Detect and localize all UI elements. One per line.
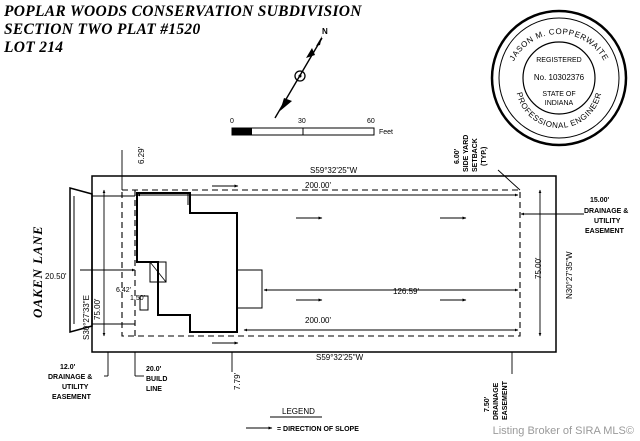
scale-unit: Feet	[379, 129, 393, 136]
driveway	[69, 187, 135, 333]
legend-item: = DIRECTION OF SLOPE	[277, 426, 359, 433]
house-depth: 126.59'	[393, 287, 419, 296]
legend: LEGEND = DIRECTION OF SLOPE	[246, 407, 359, 433]
setback-lines	[121, 189, 521, 337]
bottom-offset: 7.79'	[233, 372, 242, 390]
svg-text:20.0': 20.0'	[146, 366, 162, 373]
svg-text:6.00': 6.00'	[454, 148, 461, 164]
north-letter: N	[322, 27, 328, 36]
svg-text:DRAINAGE: DRAINAGE	[493, 382, 500, 420]
seal-state: INDIANA	[545, 100, 574, 107]
front-setback: 20.50'	[45, 272, 67, 281]
lot-title: LOT 214	[4, 39, 64, 56]
scale-tick-30: 30	[298, 118, 306, 125]
svg-text:SETBACK: SETBACK	[472, 138, 479, 172]
top-length: 200.00'	[305, 181, 331, 190]
svg-text:15.00': 15.00'	[590, 197, 610, 204]
dimension-lines	[80, 150, 584, 376]
scale-tick-60: 60	[367, 118, 375, 125]
svg-text:7.50': 7.50'	[484, 396, 491, 412]
listing-watermark: Listing Broker of SIRA MLS©	[492, 425, 634, 437]
build-line-note: 20.0' BUILD LINE	[135, 366, 167, 393]
svg-text:UTILITY: UTILITY	[62, 384, 89, 391]
seal-number: No. 10302376	[534, 73, 585, 82]
svg-text:EASEMENT: EASEMENT	[585, 228, 625, 235]
right-easement-note: 15.00' DRAINAGE & UTILITY EASEMENT	[584, 197, 628, 235]
svg-text:DRAINAGE &: DRAINAGE &	[584, 208, 628, 215]
north-arrow: N	[274, 27, 328, 119]
house-footprint	[136, 192, 263, 333]
bottom-bearing: S59°32'25"W	[316, 353, 364, 362]
svg-text:LINE: LINE	[146, 386, 162, 393]
svg-text:(TYP.): (TYP.)	[481, 147, 488, 166]
top-bearing: S59°32'25"W	[310, 166, 358, 175]
slope-arrows	[212, 184, 467, 345]
svg-text:BUILD: BUILD	[146, 376, 167, 383]
right-length: 75.00'	[534, 257, 543, 279]
offset-b: 1.50'	[130, 295, 145, 302]
svg-text:12.0': 12.0'	[60, 364, 76, 371]
seal-state-of: STATE OF	[542, 91, 575, 98]
offset-a: 6.42'	[116, 287, 131, 294]
svg-text:SIDE YARD: SIDE YARD	[463, 135, 470, 172]
left-bearing: S30°27'33"E	[82, 295, 91, 340]
left-length: 75.00'	[93, 298, 102, 320]
svg-text:DRAINAGE &: DRAINAGE &	[48, 374, 92, 381]
legend-title: LEGEND	[282, 407, 315, 416]
svg-text:EASEMENT: EASEMENT	[502, 380, 509, 420]
bottom-easement-note: 7.50' DRAINAGE EASEMENT	[484, 380, 509, 420]
scale-bar: 0 30 60 Feet	[230, 118, 393, 136]
section-plat-title: SECTION TWO PLAT #1520	[4, 21, 201, 38]
svg-text:UTILITY: UTILITY	[594, 218, 621, 225]
lot-boundary	[91, 175, 557, 353]
side-yard-note: 6.00' SIDE YARD SETBACK (TYP.)	[454, 135, 488, 172]
subdivision-title: POPLAR WOODS CONSERVATION SUBDIVISION	[4, 3, 362, 20]
top-offset: 6.29'	[137, 146, 146, 164]
street-name: OAKEN LANE	[30, 225, 45, 318]
left-easement-note: 12.0' DRAINAGE & UTILITY EASEMENT	[48, 364, 108, 401]
svg-text:EASEMENT: EASEMENT	[52, 394, 92, 401]
bottom-length: 200.00'	[305, 316, 331, 325]
engineer-seal: JASON M. COPPERWAITE PROFESSIONAL ENGINE…	[490, 9, 628, 147]
seal-registered: REGISTERED	[536, 57, 582, 64]
scale-tick-0: 0	[230, 118, 234, 125]
right-bearing: N30°27'35"W	[565, 251, 574, 299]
